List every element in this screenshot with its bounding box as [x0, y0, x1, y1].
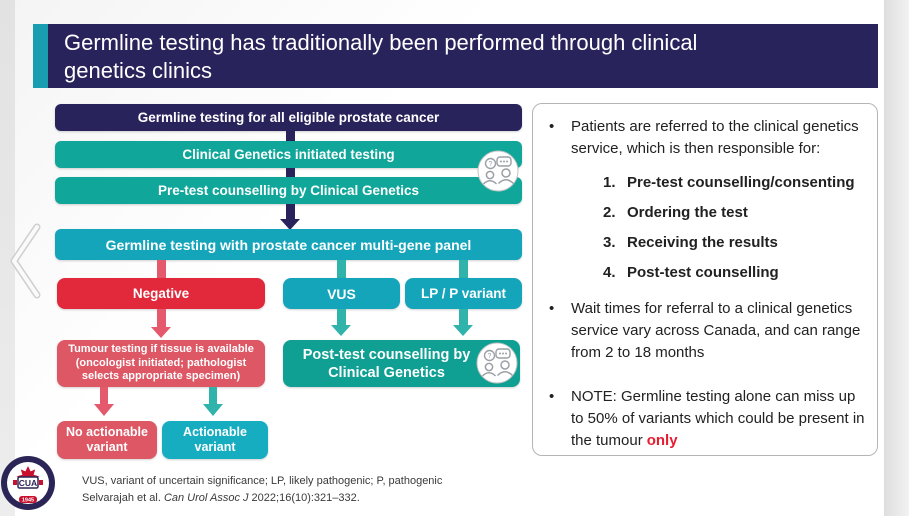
citation-journal: Can Urol Assoc J	[163, 492, 249, 504]
info-panel: • Patients are referred to the clinical …	[532, 103, 878, 456]
footnote-citation: Selvarajah et al. Can Urol Assoc J 2022;…	[82, 490, 442, 507]
list-item: 4. Post-test counselling	[603, 262, 867, 284]
note-highlight: only	[646, 432, 678, 449]
list-item-label: Post-test counselling	[627, 264, 779, 281]
flow-box-label: Germline testing with prostate cancer mu…	[105, 236, 472, 253]
bullet-marker: •	[549, 388, 555, 405]
connector-navy-arrow-line	[286, 204, 295, 219]
flow-box-label: Germline testing for all eligible prosta…	[137, 110, 440, 125]
cua-logo: CUA 1945	[1, 456, 55, 510]
right-edge-strip	[884, 0, 909, 516]
connector-navy-1	[286, 131, 295, 141]
list-item-label: Receiving the results	[627, 234, 778, 251]
list-item-number: 3.	[603, 234, 616, 251]
bullet-referred: • Patients are referred to the clinical …	[549, 116, 867, 160]
flow-box-label: Tumour testing if tissue is available (o…	[68, 343, 254, 383]
flow-box-clinical-genetics-initiated: Clinical Genetics initiated testing	[55, 141, 522, 168]
flow-box-label: LP / P variant	[420, 286, 507, 301]
page-title-line2: genetics clinics	[64, 58, 212, 83]
flow-box-multigene-panel: Germline testing with prostate cancer mu…	[55, 229, 522, 260]
back-chevron-icon[interactable]	[6, 222, 46, 300]
flow-box-label: Pre-test counselling by Clinical Genetic…	[157, 183, 420, 198]
list-item-number: 1.	[603, 174, 616, 191]
arrowhead-navy-down-icon	[280, 219, 300, 230]
flow-box-negative: Negative	[57, 278, 265, 309]
bullet-note: • NOTE: Germline testing alone can miss …	[549, 386, 867, 452]
connector-red-negative	[157, 260, 166, 278]
arrowhead-teal-down-icon	[203, 404, 223, 416]
flow-box-tumour-testing: Tumour testing if tissue is available (o…	[57, 340, 265, 387]
flow-box-label: VUS	[327, 285, 356, 302]
citation-details: 2022;16(10):321–332.	[248, 492, 360, 504]
bullet-wait-times: • Wait times for referral to a clinical …	[549, 298, 867, 364]
footnote: VUS, variant of uncertain significance; …	[82, 473, 442, 507]
flow-box-lp-p-variant: LP / P variant	[405, 278, 522, 309]
bullet-text: NOTE: Germline testing alone can miss up…	[571, 386, 867, 452]
arrow-red-noactionable-line	[100, 387, 108, 404]
responsibilities-list: 1. Pre-test counselling/consenting 2. Or…	[603, 172, 867, 284]
arrow-teal-vus-line	[337, 309, 346, 325]
bullet-marker: •	[549, 118, 555, 135]
flow-box-label: Post-test counselling by Clinical Geneti…	[302, 346, 471, 381]
page-title-line1: Germline testing has traditionally been …	[64, 30, 698, 55]
arrowhead-teal-down-icon	[331, 325, 351, 336]
arrow-teal-actionable-line	[209, 387, 217, 404]
bullet-marker: •	[549, 300, 555, 317]
flow-box-vus: VUS	[283, 278, 400, 309]
flow-box-pretest-counselling: Pre-test counselling by Clinical Genetic…	[55, 177, 522, 204]
list-item: 1. Pre-test counselling/consenting	[603, 172, 867, 194]
arrowhead-red-down-icon	[94, 404, 114, 416]
flow-box-label: No actionable variant	[66, 425, 148, 454]
counselling-chat-icon: ?	[477, 150, 519, 192]
list-item: 2. Ordering the test	[603, 202, 867, 224]
svg-text:CUA: CUA	[19, 478, 37, 488]
note-text: NOTE: Germline testing alone can miss up…	[571, 388, 865, 449]
arrowhead-red-down-icon	[151, 327, 171, 338]
svg-text:?: ?	[489, 161, 493, 168]
connector-teal-lpp	[459, 260, 468, 278]
flow-box-actionable-variant: Actionable variant	[162, 421, 268, 459]
list-item-label: Pre-test counselling/consenting	[627, 174, 855, 191]
arrow-teal-lpp-line	[459, 309, 468, 325]
left-edge-strip	[0, 0, 15, 516]
flow-box-label: Actionable variant	[183, 425, 247, 454]
list-item-number: 4.	[603, 264, 616, 281]
flow-box-label: Clinical Genetics initiated testing	[182, 147, 395, 162]
citation-authors: Selvarajah et al.	[82, 492, 164, 504]
flow-box-no-actionable-variant: No actionable variant	[57, 421, 157, 459]
connector-navy-2	[286, 168, 295, 177]
svg-text:?: ?	[488, 353, 492, 360]
flow-box-eligible-prostate-cancer: Germline testing for all eligible prosta…	[55, 104, 522, 131]
title-accent-stripe	[33, 24, 48, 88]
connector-teal-vus	[337, 260, 346, 278]
footnote-abbreviations: VUS, variant of uncertain significance; …	[82, 475, 443, 487]
bullet-text: Patients are referred to the clinical ge…	[571, 118, 859, 157]
list-item-label: Ordering the test	[627, 204, 748, 221]
svg-text:1945: 1945	[22, 498, 34, 504]
arrowhead-teal-down-icon	[453, 325, 473, 336]
arrow-red-negative-line	[157, 309, 166, 327]
flow-box-label: Negative	[132, 286, 190, 301]
counselling-chat-icon: ?	[476, 342, 518, 384]
bullet-text: Wait times for referral to a clinical ge…	[571, 300, 861, 361]
title-bar: Germline testing has traditionally been …	[48, 24, 878, 88]
list-item-number: 2.	[603, 204, 616, 221]
list-item: 3. Receiving the results	[603, 232, 867, 254]
